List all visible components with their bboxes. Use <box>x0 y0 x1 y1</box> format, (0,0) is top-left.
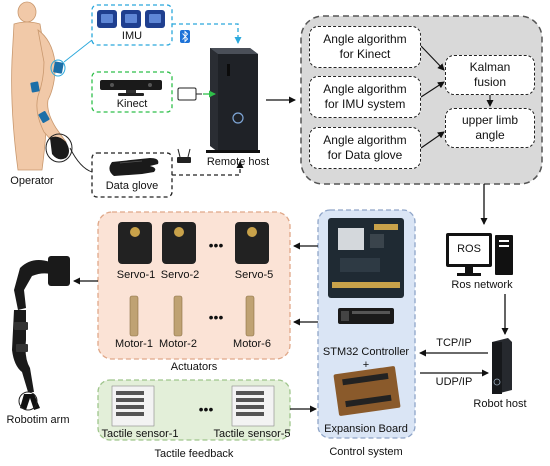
operator-figure-icon <box>11 1 73 171</box>
kinect-sensor-icon <box>100 80 162 96</box>
data-glove-icon <box>109 158 159 176</box>
kalman-line1: Kalman <box>469 60 511 74</box>
imu-label: IMU <box>121 30 143 42</box>
glove-to-host-arrow <box>172 161 244 176</box>
motor-ellipsis: ••• <box>208 309 224 325</box>
expansion-board-label: Expansion Board <box>324 423 408 435</box>
dc-motor-icon <box>129 295 255 337</box>
remote-host-icon <box>206 48 260 153</box>
kalman-line2: fusion <box>473 75 507 89</box>
expansion-board-icon <box>333 366 401 416</box>
glove-algo-to-angle-arrow <box>420 131 445 149</box>
robot-arm-label: Robotim arm <box>6 414 70 426</box>
plus-label: + <box>362 359 370 371</box>
stm32-controller-label: STM32 Controller <box>322 346 410 358</box>
imu-sensor-icon <box>97 10 165 28</box>
robot-host-label: Robot host <box>473 398 527 410</box>
imu-to-host-arrow <box>172 23 242 44</box>
ros-tower-icon <box>495 235 513 275</box>
bluetooth-icon <box>180 30 190 43</box>
stm32-board-icon <box>328 218 404 298</box>
kinect-adapter-icon <box>177 87 202 101</box>
control-system-title: Control system <box>329 446 403 458</box>
kinect-algo-line1: Angle algorithm <box>323 32 407 46</box>
robot-host-icon <box>492 338 512 394</box>
glove-algo-line1: Angle algorithm <box>323 133 407 147</box>
tcp-label: TCP/IP <box>436 337 472 349</box>
receiver-icon <box>177 148 191 163</box>
udp-label: UDP/IP <box>435 376 473 388</box>
imu-callout-line <box>63 39 93 63</box>
ros-monitor-icon <box>446 233 492 276</box>
operator-label: Operator <box>10 175 54 187</box>
remote-host-label: Remote host <box>206 156 270 168</box>
tactile-ellipsis: ••• <box>198 401 214 417</box>
motor-2-label: Motor-2 <box>159 338 197 350</box>
servo-2-label: Servo-2 <box>160 269 200 281</box>
kinect-algo-line2: for Kinect <box>339 47 391 61</box>
tactile-sensor-icon <box>111 385 275 427</box>
servo-5-label: Servo-5 <box>234 269 274 281</box>
servo-ellipsis: ••• <box>208 237 224 253</box>
operator-to-glove-line <box>69 147 93 173</box>
imu-algo-to-kalman-arrow <box>420 81 445 98</box>
controller-module-icon <box>338 308 394 324</box>
glove-algo-line2: for Data glove <box>327 148 403 162</box>
robot-arm-icon <box>12 256 70 411</box>
ros-screen-text: ROS <box>457 243 481 255</box>
motor-6-label: Motor-6 <box>233 338 271 350</box>
angle-line1: upper limb <box>461 113 519 127</box>
tactile-sensor-5-label: Tactile sensor-5 <box>213 428 291 440</box>
imu-algo-line1: Angle algorithm <box>323 82 407 96</box>
data-glove-label: Data glove <box>105 180 159 192</box>
angle-line2: angle <box>475 128 505 142</box>
imu-algo-line2: for IMU system <box>324 97 406 111</box>
ros-network-label: Ros network <box>451 279 513 291</box>
servo-motor-icon <box>118 222 269 264</box>
actuators-title: Actuators <box>170 361 218 373</box>
tactile-sensor-1-label: Tactile sensor-1 <box>101 428 179 440</box>
tactile-feedback-title: Tactile feedback <box>154 448 234 460</box>
kinect-algo-to-kalman-arrow <box>420 45 445 71</box>
kinect-label: Kinect <box>116 98 148 110</box>
motor-1-label: Motor-1 <box>115 338 153 350</box>
servo-1-label: Servo-1 <box>116 269 156 281</box>
